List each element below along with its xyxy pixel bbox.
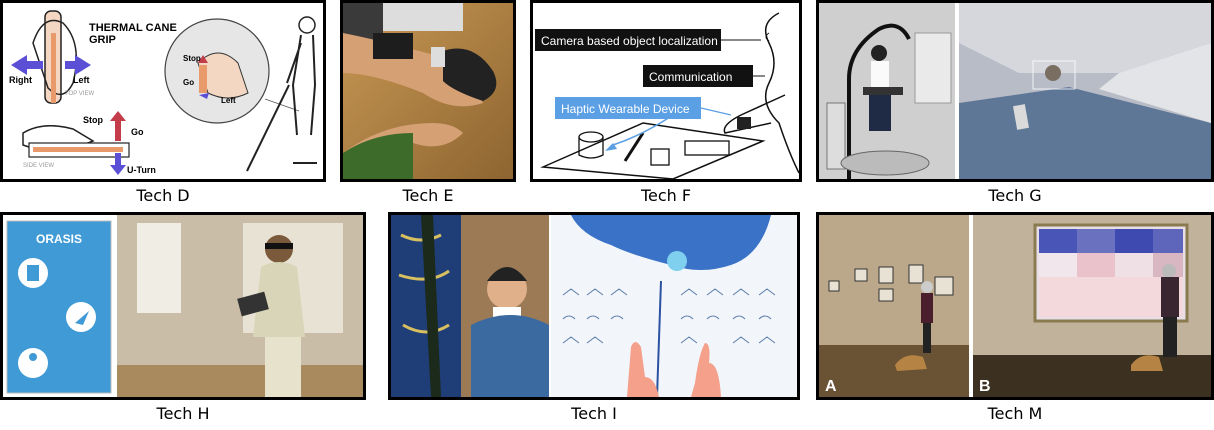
tech-d-zoom-go: Go: [183, 78, 194, 87]
haptic-label: Haptic Wearable Device: [561, 102, 690, 116]
tech-m-label-b: B: [979, 378, 991, 395]
communication-label: Communication: [649, 70, 732, 84]
tech-d-go-label: Go: [131, 127, 144, 137]
tech-m-panel: A B: [816, 212, 1214, 400]
tech-g-panel: [816, 0, 1214, 182]
tech-e-caption: Tech E: [402, 186, 454, 205]
orasis-title: ORASIS: [36, 232, 82, 246]
tech-g-caption: Tech G: [988, 186, 1042, 205]
tech-h-panel: ORASIS: [0, 212, 366, 400]
texture-pattern: [562, 288, 776, 344]
tech-d-right-label: Right: [9, 75, 32, 85]
tech-d-diagram: Right Left TOP VIEW THERMAL CANE GRIP St…: [3, 3, 323, 179]
camera-label-box: [535, 29, 721, 51]
tech-d-title-1: THERMAL CANE: [89, 22, 177, 34]
tech-h-photo: ORASIS: [3, 215, 363, 397]
tech-f-diagram: Camera based object localization Communi…: [533, 3, 799, 179]
tech-d-title-2: GRIP: [89, 34, 116, 46]
tech-i-panel: [388, 212, 800, 400]
tech-f-panel: Camera based object localization Communi…: [530, 0, 802, 182]
tech-d-uturn-label: U-Turn: [127, 165, 156, 175]
tech-d-left-label: Left: [73, 75, 90, 85]
tech-m-caption: Tech M: [987, 404, 1043, 423]
tech-h-caption: Tech H: [156, 404, 210, 423]
tech-i-caption: Tech I: [571, 404, 617, 423]
tech-g-photo: [819, 3, 1211, 179]
tech-d-panel: Right Left TOP VIEW THERMAL CANE GRIP St…: [0, 0, 326, 182]
tech-m-photo: A B: [819, 215, 1211, 397]
tech-d-zoom-left: Left: [221, 96, 236, 105]
tech-d-side-view-label: SIDE VIEW: [23, 163, 54, 169]
camera-label: Camera based object localization: [541, 34, 718, 48]
tech-e-photo: [343, 3, 513, 179]
communication-label-box: [643, 65, 753, 87]
haptic-label-box: [555, 97, 701, 119]
tech-d-caption: Tech D: [136, 186, 190, 205]
tech-d-top-view-label: TOP VIEW: [65, 91, 94, 97]
tech-m-label-a: A: [825, 378, 837, 395]
tech-f-caption: Tech F: [640, 186, 692, 205]
tech-e-panel: [340, 0, 516, 182]
tech-d-stop-label: Stop: [83, 115, 103, 125]
tech-i-photo: [391, 215, 797, 397]
tech-d-zoom-stop: Stop: [183, 54, 201, 63]
